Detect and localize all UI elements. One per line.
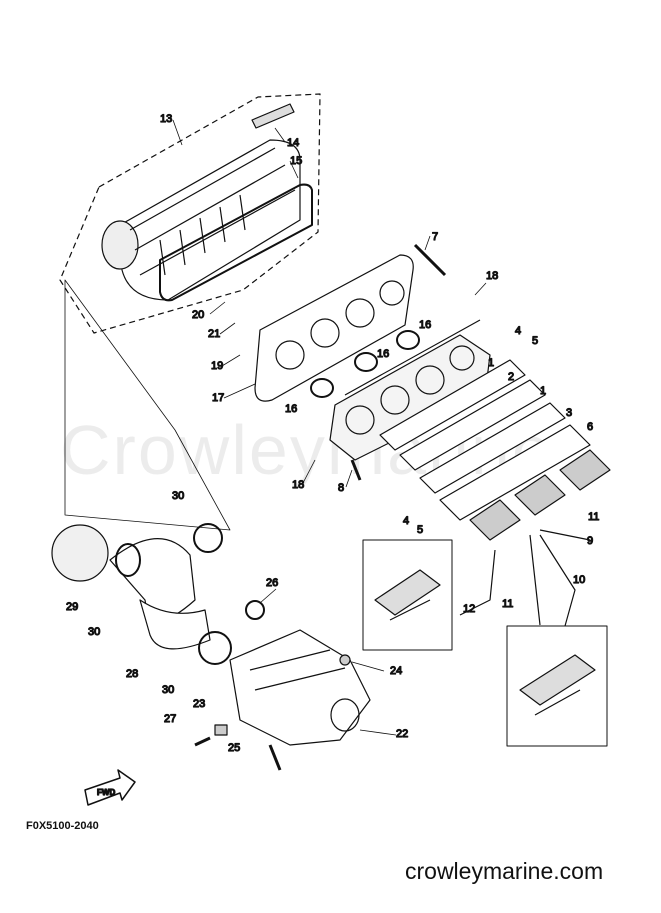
clamp-30-b [193, 523, 223, 553]
part-25-drain [268, 744, 282, 771]
callout-21: 21 [208, 328, 220, 340]
detail-12-reed [374, 569, 441, 621]
callout-13: 13 [160, 113, 172, 125]
fwd-arrow [84, 769, 136, 806]
callout-30-c: 30 [162, 684, 174, 696]
leader-lines [172, 119, 487, 736]
callout-16-a: 16 [419, 319, 431, 331]
callout-18-bottom: 18 [292, 479, 304, 491]
part-27-bolt [194, 736, 211, 747]
reed-valve-row [469, 449, 611, 541]
callout-18-top: 18 [486, 270, 498, 282]
leader-9 [539, 529, 591, 541]
clamp-30-a [115, 543, 141, 577]
callout-5-a: 5 [532, 335, 538, 347]
callout-16-b: 16 [377, 348, 389, 360]
guide-line [64, 279, 231, 531]
detail-box-10 [506, 625, 608, 747]
part-14-clip [251, 103, 295, 129]
callout-22: 22 [396, 728, 408, 740]
callout-1-b: 1 [540, 385, 546, 397]
o-ring-2 [354, 352, 378, 372]
callout-17: 17 [212, 392, 224, 404]
callout-3: 3 [566, 407, 572, 419]
leader-12 [459, 549, 496, 616]
intake-hose [109, 538, 211, 650]
callout-10: 10 [573, 574, 585, 586]
airbox-dashed-outline [59, 93, 321, 334]
leader-10 [529, 534, 576, 627]
o-ring-3 [396, 330, 420, 350]
callout-30-a: 30 [172, 490, 184, 502]
throttle-body-assembly [329, 319, 491, 461]
clamp-30-c [198, 631, 232, 665]
website-label: crowleymarine.com [405, 858, 604, 884]
bolt-8 [350, 459, 362, 481]
callout-28: 28 [126, 668, 138, 680]
callout-26: 26 [266, 577, 278, 589]
callout-14: 14 [287, 137, 299, 149]
callout-15: 15 [290, 155, 302, 167]
callout-4-a: 4 [515, 325, 521, 337]
gasket-stack [379, 359, 591, 521]
air-filter-element [51, 524, 109, 582]
callout-16-c: 16 [285, 403, 297, 415]
airbox-housing [101, 139, 301, 301]
callout-11-b: 11 [502, 598, 513, 610]
callout-labels: 13 14 15 7 18 20 21 19 17 16 16 16 1 4 5… [65, 112, 600, 797]
callout-20: 20 [192, 309, 204, 321]
airbox-seal [159, 183, 313, 302]
intake-plate [254, 254, 414, 402]
callout-19: 19 [211, 360, 223, 372]
part-23-grommet [214, 724, 228, 736]
o-ring-1 [310, 378, 334, 398]
detail-10-reed [519, 654, 596, 716]
callout-11-a: 11 [588, 511, 599, 523]
part-24-bolt [339, 654, 351, 666]
callout-7: 7 [432, 231, 438, 243]
callout-25: 25 [228, 742, 240, 754]
callout-4-b: 4 [403, 515, 409, 527]
fwd-text: FWD [97, 788, 115, 797]
callout-5-b: 5 [417, 524, 423, 536]
callout-9: 9 [587, 535, 593, 547]
bolt-7 [413, 243, 447, 277]
diagram-code: F0X5100-2040 [26, 820, 99, 832]
callout-27: 27 [164, 713, 176, 725]
callout-23: 23 [193, 698, 205, 710]
callout-12: 12 [463, 603, 475, 615]
callout-29: 29 [66, 601, 78, 613]
callout-24: 24 [390, 665, 402, 677]
callout-6: 6 [587, 421, 593, 433]
callout-2: 2 [508, 371, 514, 383]
callout-30-b: 30 [88, 626, 100, 638]
part-26-clamp [245, 600, 265, 620]
intake-silencer [229, 629, 371, 746]
callout-1-a: 1 [488, 357, 494, 369]
detail-box-12 [362, 539, 453, 651]
callout-8: 8 [338, 482, 344, 494]
